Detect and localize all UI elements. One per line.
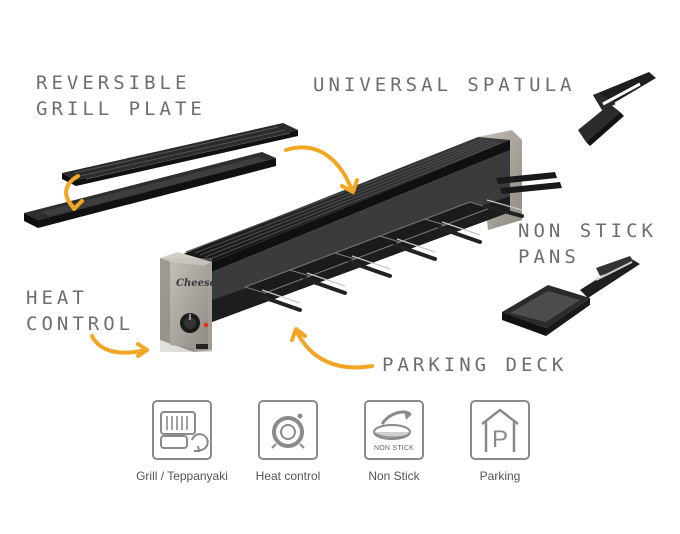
raclette-grill bbox=[160, 130, 562, 352]
non-stick-icon: NON STICK bbox=[364, 400, 424, 460]
label-non-stick-pans: Non Stick Pans bbox=[518, 218, 657, 270]
reversible-plates bbox=[24, 123, 298, 228]
spatula bbox=[578, 72, 656, 146]
label-heat-line2: Control bbox=[26, 313, 135, 335]
heat-knob-icon bbox=[258, 400, 318, 460]
callout-arrows bbox=[64, 145, 374, 370]
label-heat-line1: Heat bbox=[26, 287, 88, 309]
label-parking-deck: Parking Deck bbox=[382, 354, 568, 376]
non-stick-badge: NON STICK bbox=[374, 445, 414, 452]
label-pans-line1: Non Stick bbox=[518, 220, 657, 242]
feature-caption: Grill / Teppanyaki bbox=[136, 469, 228, 483]
label-universal-spatula: Universal Spatula bbox=[313, 74, 576, 96]
feature-caption: Heat control bbox=[255, 469, 321, 483]
label-reversible-grill-plate: Reversible Grill Plate bbox=[36, 70, 206, 122]
parking-letter: P bbox=[492, 426, 508, 453]
feature-parking: P Parking bbox=[445, 400, 555, 483]
feature-grill-teppanyaki: Grill / Teppanyaki bbox=[127, 400, 237, 483]
arrow-spatula bbox=[284, 145, 354, 192]
arrow-heat bbox=[90, 334, 148, 355]
feature-non-stick: NON STICK Non Stick bbox=[339, 400, 449, 483]
label-heat-control: Heat Control bbox=[26, 285, 134, 337]
arrow-parking bbox=[294, 328, 374, 370]
feature-heat-control: Heat control bbox=[233, 400, 343, 483]
feature-icons: Grill / Teppanyaki Heat control bbox=[0, 400, 680, 500]
grill-illustration: CheeseGrill bbox=[24, 72, 656, 370]
parking-icon: P bbox=[470, 400, 530, 460]
grill-plate-icon bbox=[152, 400, 212, 460]
feature-caption: Non Stick bbox=[368, 469, 420, 483]
feature-caption: Parking bbox=[479, 469, 521, 483]
label-pans-line2: Pans bbox=[518, 246, 580, 268]
brand-logo: CheeseGrill bbox=[176, 278, 241, 289]
label-reversible-line2: Grill Plate bbox=[36, 98, 206, 120]
non-stick-pan bbox=[502, 256, 640, 336]
label-reversible-line1: Reversible bbox=[36, 72, 191, 94]
